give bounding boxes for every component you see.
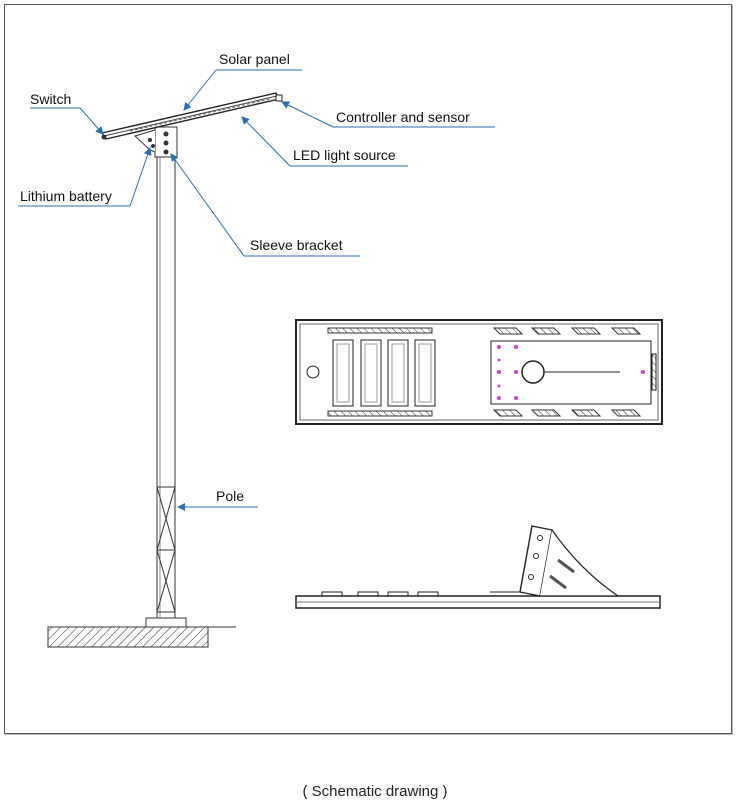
battery-cells [332,339,436,407]
pole-shaft [156,150,176,618]
leader-lines [18,69,495,511]
figure-caption: ( Schematic drawing ) [302,783,448,800]
top-view-switch [306,365,320,379]
label-controller-sensor: Controller and sensor [336,109,470,125]
sensor-cap [275,94,283,102]
label-solar-panel: Solar panel [219,51,290,67]
label-switch: Switch [30,91,71,107]
label-pole: Pole [216,488,244,504]
label-sleeve-bracket: Sleeve bracket [250,237,343,253]
top-view-drawing [295,319,663,425]
pole-foot-plate [145,617,187,628]
ground-base [47,626,209,648]
sleeve-bracket [134,126,178,158]
led-module [490,340,652,405]
label-led-light-source: LED light source [293,147,396,163]
drawing-frame [4,4,732,734]
labels: Solar panel Switch Controller and sensor… [20,51,470,504]
street-light-assembly [47,92,283,648]
solar-panel [100,92,281,140]
side-view-drawing [295,525,661,609]
label-lithium-battery: Lithium battery [20,188,112,204]
